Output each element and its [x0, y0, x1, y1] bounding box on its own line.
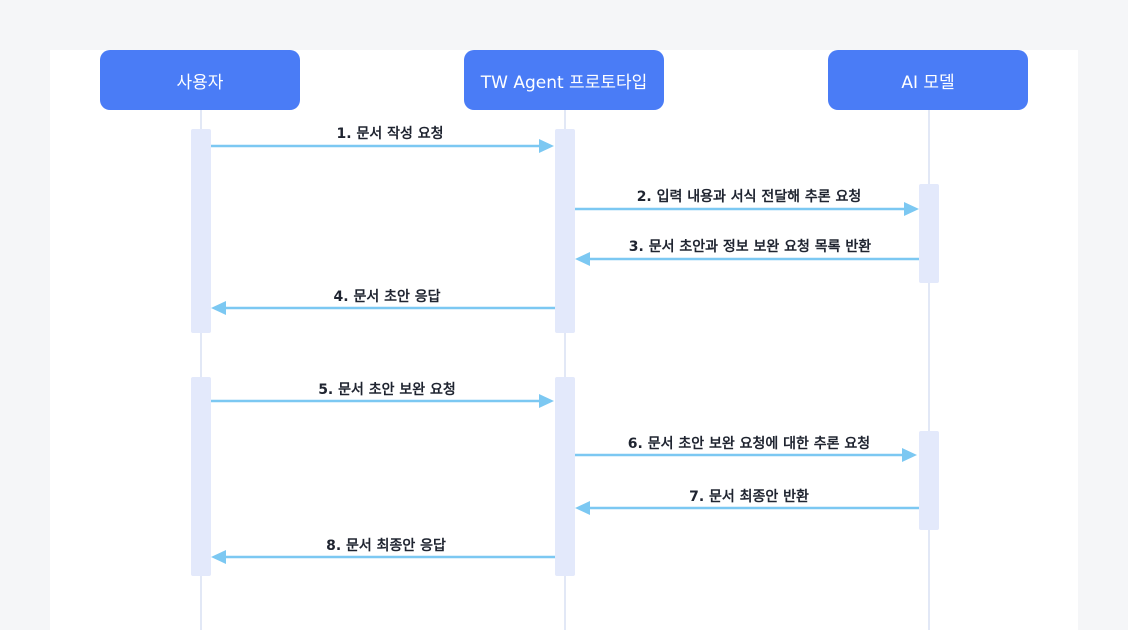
activation-ai-model-1: [919, 184, 939, 283]
message-label-2: 2. 입력 내용과 서식 전달해 추론 요청: [636, 189, 862, 205]
actor-ai-model-label: AI 모델: [901, 72, 955, 93]
actor-user-label: 사용자: [176, 72, 224, 93]
message-arrow-3: [575, 252, 919, 266]
message-arrow-4: [211, 301, 555, 315]
activation-user-2: [191, 377, 211, 576]
actor-ai-model: AI 모델: [828, 50, 1028, 110]
activation-prototype-2: [555, 377, 575, 576]
message-label-4: 4. 문서 초안 응답: [333, 289, 441, 305]
activation-prototype-1: [555, 129, 575, 333]
message-arrow-1: [211, 139, 554, 153]
message-label-3: 3. 문서 초안과 정보 보완 요청 목록 반환: [628, 239, 872, 255]
message-label-5: 5. 문서 초안 보완 요청: [318, 382, 456, 398]
message-arrow-5: [211, 394, 554, 408]
lifeline-user: [200, 110, 202, 630]
message-label-6: 6. 문서 초안 보완 요청에 대한 추론 요청: [627, 436, 871, 452]
message-arrow-8: [211, 550, 555, 564]
lifeline-prototype: [564, 110, 566, 630]
message-arrow-2: [575, 202, 919, 216]
message-label-8: 8. 문서 최종안 응답: [326, 538, 446, 554]
actor-prototype: TW Agent 프로토타입: [464, 50, 664, 110]
activation-user-1: [191, 129, 211, 333]
activation-ai-model-2: [919, 431, 939, 530]
actor-prototype-label: TW Agent 프로토타입: [480, 72, 648, 93]
message-label-1: 1. 문서 작성 요청: [336, 126, 444, 142]
message-arrow-6: [575, 448, 917, 462]
lifeline-ai-model: [928, 110, 930, 630]
message-arrow-7: [575, 501, 919, 515]
message-label-7: 7. 문서 최종안 반환: [689, 489, 809, 505]
actor-user: 사용자: [100, 50, 300, 110]
